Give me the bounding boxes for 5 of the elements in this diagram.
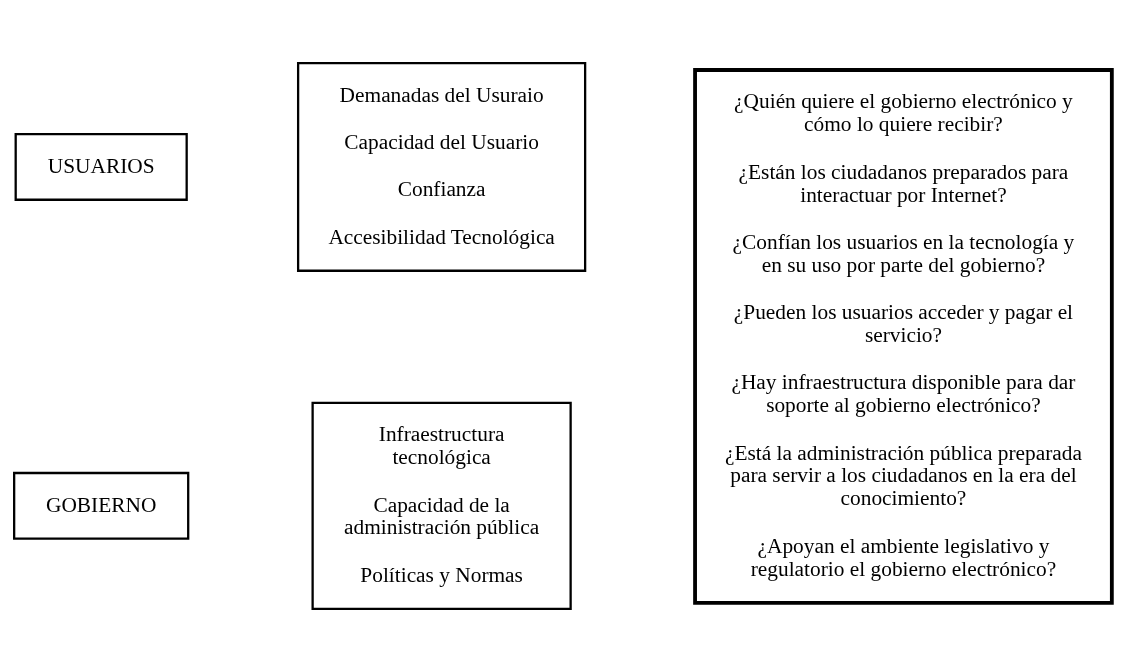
node-box: Infraestructura tecnológica Capacidad de la administración pública Políticas y Normas [311,401,572,611]
node-box: Demanadas del Usuraio Capacidad del Usuario Confianza Accesibilidad Tecnológica [296,61,587,272]
node-box: ¿Quién quiere el gobierno electrónico y cómo lo quiere recibir? ¿Están los ciudadanos preparados para interactuar por Internet? ¿Confían los usuarios en la tecnología y en su uso por parte del gobierno? ¿Pueden los usuarios acceder y pagar el servicio? ¿Hay infraestructura disponible para dar soporte al gobierno electrónico? ¿Está la administración pública preparada para servir a los ciudadanos en la era del conocimiento? ¿Apoyan el ambiente legislativo y regulatorio el gobierno electrónico? [693,68,1114,605]
node-box: USUARIOS [14,132,188,201]
node-box: GOBIERNO [13,471,190,540]
